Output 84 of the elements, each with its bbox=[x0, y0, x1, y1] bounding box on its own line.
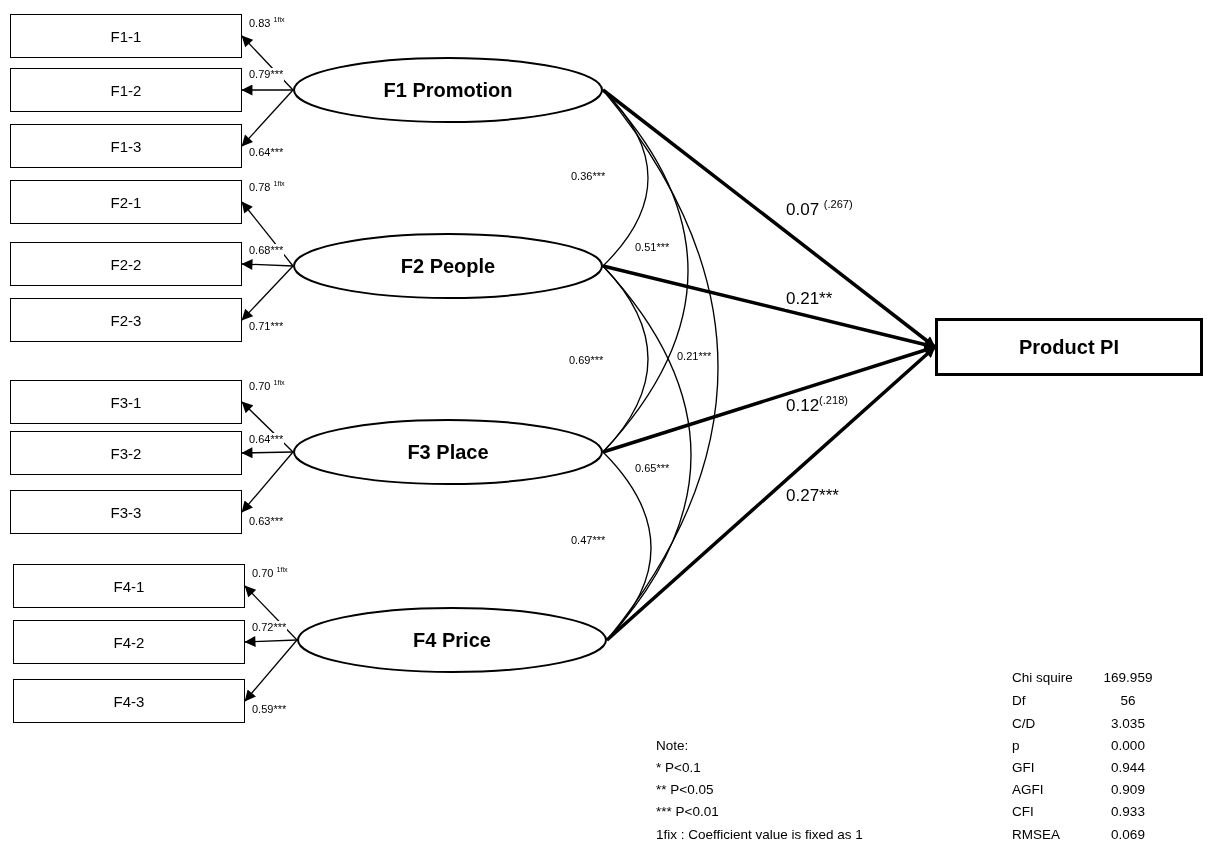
node-label: F3-1 bbox=[110, 393, 142, 411]
edge-label: 0.78 $^{1fix}$ bbox=[248, 181, 286, 194]
edge-label: 0.69*** bbox=[568, 354, 605, 367]
edge-label: 0.64*** bbox=[248, 433, 285, 446]
fit-statistic: 0.069 bbox=[1111, 828, 1145, 842]
indicator-box bbox=[10, 124, 242, 168]
fit-statistic: CFI bbox=[1012, 805, 1034, 819]
note-text: ** P<0.05 bbox=[656, 783, 714, 797]
fit-statistic: AGFI bbox=[1012, 783, 1044, 797]
fit-statistic: C/D bbox=[1012, 717, 1036, 731]
fit-statistic: 0.909 bbox=[1111, 783, 1145, 797]
path-arrow bbox=[241, 201, 294, 267]
edge-label: 0.36*** bbox=[570, 170, 607, 183]
indicator-box bbox=[10, 14, 242, 58]
fit-statistic: p bbox=[1012, 739, 1020, 753]
indicator-box bbox=[10, 490, 242, 534]
outcome-box bbox=[935, 318, 1203, 376]
node-label: F2-1 bbox=[110, 193, 142, 211]
path-arrow bbox=[241, 84, 294, 96]
path-arrow bbox=[244, 636, 298, 648]
indicator-box bbox=[10, 242, 242, 286]
latent-variable-ellipse bbox=[293, 233, 603, 299]
edge-label: 0.83 $^{1fix}$ bbox=[248, 17, 286, 30]
path-arrow bbox=[241, 451, 294, 513]
indicator-box bbox=[10, 68, 242, 112]
edge-label: 0.72*** bbox=[251, 621, 288, 634]
edge-label: 0.79*** bbox=[248, 68, 285, 81]
node-label: F1-2 bbox=[110, 81, 142, 99]
node-label: F4 Price bbox=[413, 628, 491, 652]
indicator-box bbox=[10, 180, 242, 224]
indicator-box bbox=[10, 380, 242, 424]
fit-statistic: 0.000 bbox=[1111, 739, 1145, 753]
edge-label: 0.21*** bbox=[676, 350, 713, 363]
edge-label: 0.47*** bbox=[570, 534, 607, 547]
node-label: F4-1 bbox=[113, 577, 145, 595]
node-label: Product PI bbox=[1019, 335, 1119, 359]
node-label: F3 Place bbox=[407, 440, 489, 464]
fit-statistic: 3.035 bbox=[1111, 717, 1145, 731]
fit-statistic: 0.944 bbox=[1111, 761, 1145, 775]
edge-label: 0.64*** bbox=[248, 146, 285, 159]
node-label: F3-3 bbox=[110, 503, 142, 521]
path-arrow bbox=[244, 639, 298, 702]
node-label: F4-3 bbox=[113, 692, 145, 710]
fit-statistic: GFI bbox=[1012, 761, 1035, 775]
note-text: Note: bbox=[656, 739, 689, 753]
indicator-box bbox=[10, 298, 242, 342]
path-arrow bbox=[241, 258, 294, 270]
node-label: F4-2 bbox=[113, 633, 145, 651]
node-label: F1-3 bbox=[110, 137, 142, 155]
fit-statistic: 56 bbox=[1120, 694, 1136, 708]
latent-variable-ellipse bbox=[293, 419, 603, 485]
edge-label: 0.21** bbox=[785, 289, 834, 309]
note-text: *** P<0.01 bbox=[656, 805, 719, 819]
indicator-box bbox=[10, 431, 242, 475]
edge-label: 0.63*** bbox=[248, 515, 285, 528]
indicator-box bbox=[13, 564, 245, 608]
indicator-box bbox=[13, 620, 245, 664]
node-label: F3-2 bbox=[110, 444, 142, 462]
edge-label: 0.71*** bbox=[248, 320, 285, 333]
path-arrow bbox=[244, 585, 298, 641]
fit-statistic: 0.933 bbox=[1111, 805, 1145, 819]
fit-statistic: Df bbox=[1012, 694, 1026, 708]
edge-label: 0.70 $^{1fix}$ bbox=[248, 380, 286, 393]
fit-statistic: RMSEA bbox=[1012, 828, 1060, 842]
path-arrow bbox=[241, 89, 294, 147]
fit-statistic: Chi squire bbox=[1012, 671, 1073, 685]
edge-label: 0.51*** bbox=[634, 241, 671, 254]
node-label: F2 People bbox=[400, 254, 496, 278]
edge-label: 0.65*** bbox=[634, 462, 671, 475]
edge-label: 0.68*** bbox=[248, 244, 285, 257]
node-label: F1 Promotion bbox=[383, 78, 513, 102]
fit-statistic: 169.959 bbox=[1103, 671, 1153, 685]
note-text: 1fix : Coefficient value is fixed as 1 bbox=[656, 828, 863, 842]
node-label: F2-2 bbox=[110, 255, 142, 273]
latent-variable-ellipse bbox=[297, 607, 607, 673]
edge-label: 0.70 $^{1fix}$ bbox=[251, 567, 289, 580]
path-arrow bbox=[241, 265, 294, 321]
note-text: * P<0.1 bbox=[656, 761, 701, 775]
latent-variable-ellipse bbox=[293, 57, 603, 123]
indicator-box bbox=[13, 679, 245, 723]
edge-label: 0.59*** bbox=[251, 703, 288, 716]
node-label: F2-3 bbox=[110, 311, 142, 329]
path-arrow bbox=[241, 447, 294, 459]
node-label: F1-1 bbox=[110, 27, 142, 45]
